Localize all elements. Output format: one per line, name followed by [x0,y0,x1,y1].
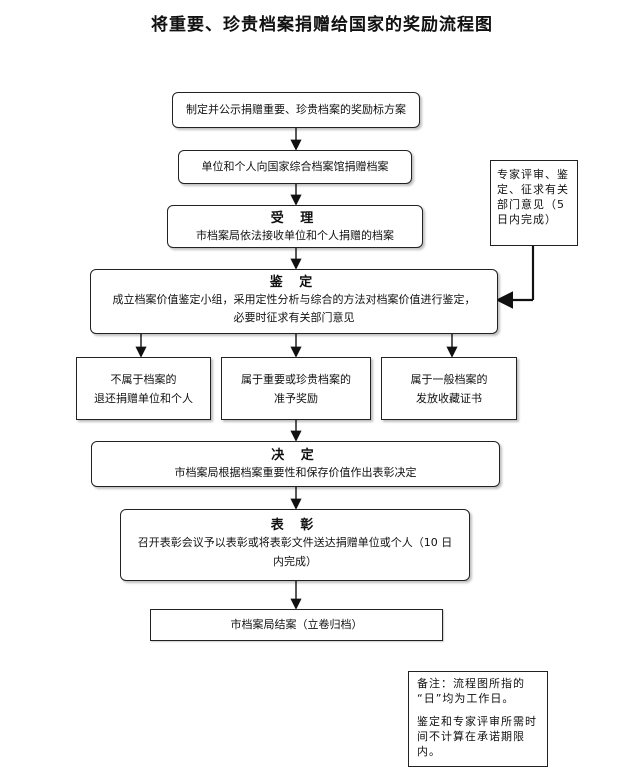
step-close-case-text: 市档案局结案（立卷归档） [230,618,363,631]
branch-not-archive-line-2: 退还捐赠单位和个人 [94,392,193,405]
expert-review-line-1: 专家评审、鉴 [497,168,569,181]
step-decide-text: 市档案局根据档案重要性和保存价值作出表彰决定 [174,466,417,479]
branch-general-archive-line-1: 属于一般档案的 [410,373,488,386]
step-accept-text: 市档案局依法接收单位和个人捐赠的档案 [196,229,394,242]
branch-important-archive: 属于重要或珍贵档案的 准予奖励 [221,357,371,420]
branch-important-archive-line-2: 准予奖励 [274,392,318,405]
step-appraise: 鉴 定 成立档案价值鉴定小组，采用定性分析与综合的方法对档案价值进行鉴定， 必要… [90,269,498,334]
expert-review-note: 专家评审、鉴 定、征求有关 部门意见（5 日内完成） [490,160,578,246]
remarks-note: 备注：流程图所指的 “日”均为工作日。 鉴定和专家评审所需时 间不计算在承诺期限… [408,671,548,767]
step-appraise-text-1: 成立档案价值鉴定小组，采用定性分析与综合的方法对档案价值进行鉴定， [112,293,476,306]
step-donate-archives: 单位和个人向国家综合档案馆捐赠档案 [178,150,412,184]
branch-not-archive: 不属于档案的 退还捐赠单位和个人 [76,357,211,420]
step-donate-archives-text: 单位和个人向国家综合档案馆捐赠档案 [201,160,389,173]
branch-not-archive-line-1: 不属于档案的 [110,373,177,386]
page-title: 将重要、珍贵档案捐赠给国家的奖励流程图 [151,15,493,35]
step-decide: 决 定 市档案局根据档案重要性和保存价值作出表彰决定 [91,441,500,487]
step-accept: 受 理 市档案局依法接收单位和个人捐赠的档案 [167,205,423,248]
step-appraise-heading: 鉴 定 [269,275,319,290]
step-commend-text-1: 召开表彰会议予以表彰或将表彰文件送达捐赠单位或个人（10 日 [137,536,453,549]
step-announce-scheme-text: 制定并公示捐赠重要、珍贵档案的奖励标方案 [186,103,406,116]
step-accept-heading: 受 理 [270,211,320,226]
remarks-line-4: 间不计算在承诺期限 [417,730,525,743]
remarks-line-5: 内。 [417,745,441,758]
step-decide-heading: 决 定 [271,448,320,463]
branch-general-archive: 属于一般档案的 发放收藏证书 [381,357,517,420]
remarks-line-3: 鉴定和专家评审所需时 [417,715,537,728]
step-close-case: 市档案局结案（立卷归档） [150,609,443,641]
step-announce-scheme: 制定并公示捐赠重要、珍贵档案的奖励标方案 [172,92,420,128]
branch-important-archive-line-1: 属于重要或珍贵档案的 [241,373,351,386]
remarks-line-2: “日”均为工作日。 [417,692,515,705]
step-commend-text-2: 内完成） [273,555,317,568]
branch-general-archive-line-2: 发放收藏证书 [416,392,482,405]
step-commend-heading: 表 彰 [270,518,320,533]
step-commend: 表 彰 召开表彰会议予以表彰或将表彰文件送达捐赠单位或个人（10 日 内完成） [120,509,470,581]
step-appraise-text-2: 必要时征求有关部门意见 [233,311,355,324]
expert-review-line-4: 日内完成） [497,213,557,226]
remarks-line-1: 备注：流程图所指的 [417,677,525,690]
expert-review-line-2: 定、征求有关 [497,183,569,196]
expert-review-line-3: 部门意见（5 [497,198,565,211]
